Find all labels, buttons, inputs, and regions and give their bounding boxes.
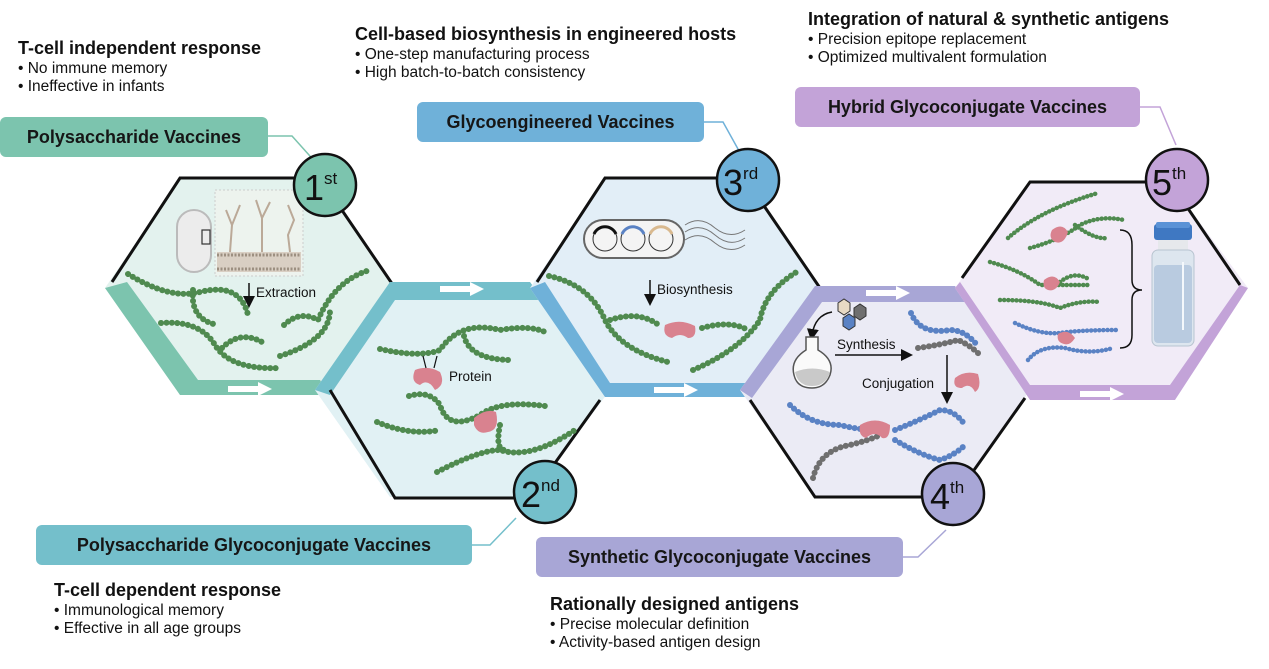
gen3-suffix: rd <box>743 164 758 183</box>
gen3-bullet-2: • High batch-to-batch consistency <box>355 64 586 82</box>
biosynthesis-label: Biosynthesis <box>657 282 733 297</box>
gen4-heading: Rationally designed antigens <box>550 594 800 614</box>
gen2-bullet-1: • Immunological memory <box>54 601 224 619</box>
gen4-connector <box>903 529 947 558</box>
svg-text:1st: 1st <box>304 167 338 208</box>
gen3-band-arrow-icon <box>654 383 698 397</box>
gen1-suffix: st <box>324 169 338 188</box>
gen1-number: 1 <box>304 167 324 208</box>
biosynthesized-chains <box>546 267 803 373</box>
gen5-connector <box>1140 106 1177 146</box>
gen3-label-pill: Glycoengineered Vaccines <box>417 102 704 142</box>
gen2-description: T-cell dependent response • Immunologica… <box>54 580 281 639</box>
protein-label: Protein <box>449 369 492 384</box>
protein-icon <box>1057 331 1075 345</box>
protein-icon <box>474 410 497 433</box>
protein-icon <box>1050 226 1068 243</box>
protein-icon <box>664 321 696 338</box>
gen5-suffix: th <box>1172 164 1186 183</box>
gen5-number: 5 <box>1152 162 1172 203</box>
gen2-suffix: nd <box>541 476 560 495</box>
flask-icon <box>792 336 832 389</box>
gen5-bullet-2: • Optimized multivalent formulation <box>808 49 1047 67</box>
gen2-number-badge: 2nd <box>512 459 578 525</box>
bacterium-icon <box>176 189 304 277</box>
gen3-bullet-1: • One-step manufacturing process <box>355 45 590 63</box>
gen4-number-badge: 4th <box>920 461 986 527</box>
conjugation-label: Conjugation <box>862 376 934 391</box>
gen1-heading: T-cell independent response <box>18 38 262 58</box>
protein-icon <box>859 420 890 439</box>
protein-icon <box>1043 276 1060 291</box>
mixed-glycan-chains <box>987 190 1127 311</box>
gen1-number-badge: 1st <box>292 152 358 218</box>
svg-text:2nd: 2nd <box>521 474 560 515</box>
gen5-bullet-1: • Precision epitope replacement <box>808 30 1027 48</box>
gen3-hexagon: Biosynthesis <box>530 176 822 397</box>
gen1-label-pill: Polysaccharide Vaccines <box>0 117 268 157</box>
synthesis-label: Synthesis <box>837 337 896 352</box>
gen5-heading: Integration of natural & synthetic antig… <box>808 9 1170 29</box>
svg-text:5th: 5th <box>1152 162 1186 203</box>
gen4-bullet-1: • Precise molecular definition <box>550 615 750 633</box>
svg-text:3rd: 3rd <box>723 162 758 203</box>
gen2-bullet-2: • Effective in all age groups <box>54 620 241 638</box>
protein-icon <box>413 367 443 390</box>
gen5-band-arrow-icon <box>1080 387 1124 401</box>
gen5-label-pill: Hybrid Glycoconjugate Vaccines <box>795 87 1140 127</box>
gen1-hexagon: Extraction <box>105 176 397 396</box>
vaccine-vial-icon <box>1151 222 1195 347</box>
gen4-band <box>740 286 968 398</box>
gen2-heading: T-cell dependent response <box>54 580 282 600</box>
gen3-number-badge: 3rd <box>715 147 781 213</box>
gen5-number-badge: 5th <box>1144 147 1210 213</box>
gen3-connector <box>700 121 744 159</box>
gen1-band-arrow-icon <box>228 382 272 396</box>
gen4-band-arrow-icon <box>866 286 910 300</box>
gen2-connector <box>472 517 517 546</box>
gen2-band <box>315 282 543 395</box>
gen4-hexagon: Synthesis Conjugation <box>740 286 1030 499</box>
gen1-band <box>105 282 330 395</box>
gen1-description: T-cell independent response • No immune … <box>18 38 261 97</box>
gen3-band <box>530 282 752 397</box>
gen5-description: Integration of natural & synthetic antig… <box>808 9 1169 68</box>
gen2-hexagon: Protein <box>315 282 610 500</box>
gen5-hexagon <box>955 180 1248 401</box>
gen1-bullet-1: • No immune memory <box>18 59 168 77</box>
gen2-band-arrow-icon <box>440 282 484 296</box>
brace-icon <box>1119 229 1143 349</box>
protein-icon <box>954 372 980 392</box>
gen4-description: Rationally designed antigens • Precise m… <box>550 594 799 653</box>
svg-text:4th: 4th <box>930 476 964 517</box>
engineered-bacterium-icon <box>583 219 746 259</box>
monosaccharide-building-blocks-icon <box>837 298 867 331</box>
gen4-bullet-2: • Activity-based antigen design <box>550 634 761 652</box>
gen2-number: 2 <box>521 474 541 515</box>
gen4-suffix: th <box>950 478 964 497</box>
gen4-label-pill: Synthetic Glycoconjugate Vaccines <box>536 537 903 577</box>
gen3-heading: Cell-based biosynthesis in engineered ho… <box>355 24 737 44</box>
curved-arrow-icon <box>806 311 833 341</box>
gen2-label-pill: Polysaccharide Glycoconjugate Vaccines <box>36 525 472 565</box>
gen3-number: 3 <box>723 162 743 203</box>
gen1-bullet-2: • Ineffective in infants <box>18 78 165 96</box>
glycoconjugate-chains <box>374 324 578 475</box>
gen3-description: Cell-based biosynthesis in engineered ho… <box>355 24 736 83</box>
extraction-label: Extraction <box>256 285 316 300</box>
gen4-number: 4 <box>930 476 950 517</box>
polysaccharide-chains <box>125 267 373 372</box>
